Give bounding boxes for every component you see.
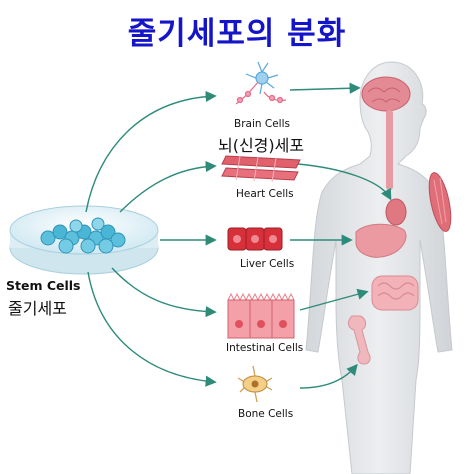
arrow-heart-to-body <box>297 163 392 201</box>
petri-dish <box>9 205 159 275</box>
arrow-bone-to-body <box>299 363 358 389</box>
arrow-to-intestinal <box>111 267 217 318</box>
intestinal-cell-illustration <box>227 292 295 339</box>
heart-cell-illustration <box>221 155 301 183</box>
heart-cells-label: Heart Cells <box>236 188 294 200</box>
brain-cells-korean-label: 뇌(신경)세포 <box>218 136 305 155</box>
arrows-to-cells <box>85 90 217 387</box>
bone-cell-illustration <box>237 365 273 403</box>
arrow-brain-to-body <box>289 82 361 94</box>
human-body <box>305 61 453 474</box>
spinal-cord <box>386 110 393 190</box>
arrow-to-bone <box>87 271 217 387</box>
neuron-cell-illustration <box>235 61 287 105</box>
diagram-title: 줄기세포의 분화 <box>127 16 347 52</box>
arrows-to-body <box>289 82 392 389</box>
intestine-organ <box>371 275 419 311</box>
brain-cells-label: Brain Cells <box>234 118 290 130</box>
liver-cells-label: Liver Cells <box>240 258 295 270</box>
liver-cell-illustration <box>227 227 283 251</box>
brain-organ <box>361 76 411 112</box>
arrow-intestinal-to-body <box>299 288 369 311</box>
arrow-to-heart <box>119 160 217 213</box>
bone-cells-label: Bone Cells <box>238 408 294 420</box>
arm-muscle <box>428 172 452 232</box>
intestinal-cells-label: Intestinal Cells <box>226 342 304 354</box>
stem-cell-cluster <box>40 217 126 254</box>
stem-cells-label: Stem Cells <box>6 278 81 293</box>
leg-bone <box>347 315 371 365</box>
stem-cells-korean-label: 줄기세포 <box>8 299 67 318</box>
arrow-to-brain <box>85 90 217 213</box>
heart-organ <box>385 198 407 226</box>
liver-organ <box>355 223 407 258</box>
